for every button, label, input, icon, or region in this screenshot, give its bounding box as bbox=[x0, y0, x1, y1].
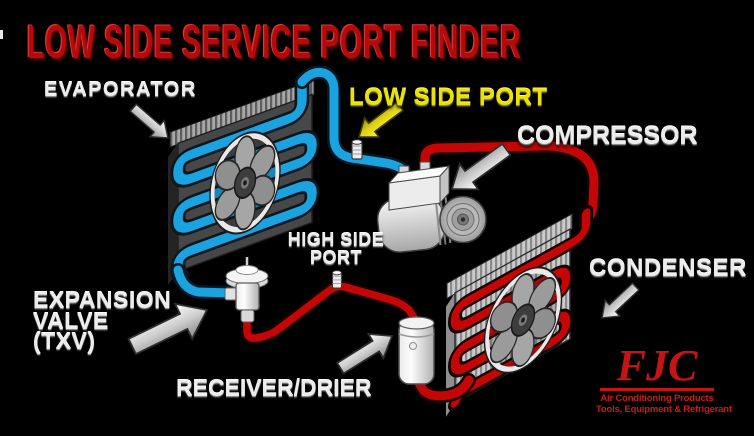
condenser-fan bbox=[483, 266, 563, 374]
label-evaporator: EVAPORATOR bbox=[44, 79, 197, 101]
label-compressor: COMPRESSOR bbox=[517, 122, 698, 150]
label-arrows bbox=[127, 100, 640, 375]
suction-tube bbox=[297, 67, 409, 179]
label-expansion-valve-line3: (TXV) bbox=[33, 328, 96, 354]
compressor-arrow-icon bbox=[450, 142, 512, 191]
condenser-coil bbox=[450, 208, 591, 408]
label-expansion-valve-line2: VALVE bbox=[33, 307, 109, 334]
receiver-drier-arrow-icon bbox=[335, 332, 394, 375]
label-expansion-valve-line1: EXPANSION bbox=[33, 287, 172, 313]
condenser-receiver-tube bbox=[414, 375, 474, 401]
label-expansion-valve: EXPANSION VALVE (TXV) bbox=[33, 287, 172, 354]
fjc-tagline-2: Tools, Equipment & Refrigerant bbox=[596, 404, 732, 416]
evaporator bbox=[168, 72, 320, 286]
expansion-valve-arrow-icon bbox=[127, 302, 209, 356]
evaporator-arrow-icon bbox=[129, 103, 169, 139]
compressor bbox=[376, 161, 487, 253]
high-side-port-valve bbox=[331, 270, 343, 289]
label-receiver-drier: RECEIVER/DRIER bbox=[176, 375, 372, 401]
fjc-logo-text: FJC bbox=[616, 341, 698, 390]
label-condenser: CONDENSER bbox=[589, 255, 747, 282]
condenser-arrow-icon bbox=[601, 282, 640, 319]
fjc-logo: FJC Air Conditioning Products Tools, Equ… bbox=[596, 341, 732, 416]
label-low-side-port: LOW SIDE PORT bbox=[349, 84, 548, 111]
fjc-tagline-1: Air Conditioning Products bbox=[600, 393, 714, 404]
evaporator-fan bbox=[209, 131, 281, 235]
receiver-drier bbox=[398, 316, 435, 385]
left-edge-mark bbox=[0, 30, 3, 39]
expansion-valve bbox=[224, 257, 269, 323]
evaporator-coil bbox=[173, 75, 317, 283]
label-high-side-port-line1: HIGH SIDE bbox=[287, 230, 385, 250]
fjc-logo-rule bbox=[599, 388, 715, 391]
evap-txv-tube bbox=[173, 265, 235, 298]
label-high-side-port: HIGH SIDE PORT bbox=[271, 231, 401, 267]
condenser bbox=[446, 205, 593, 417]
low-side-port-valve bbox=[351, 139, 363, 160]
page-title: LOW SIDE SERVICE PORT FINDER bbox=[27, 15, 522, 68]
liquid-tube bbox=[243, 282, 419, 342]
low-side-port-arrow-icon bbox=[357, 100, 405, 138]
label-high-side-port-line2: PORT bbox=[309, 248, 362, 268]
